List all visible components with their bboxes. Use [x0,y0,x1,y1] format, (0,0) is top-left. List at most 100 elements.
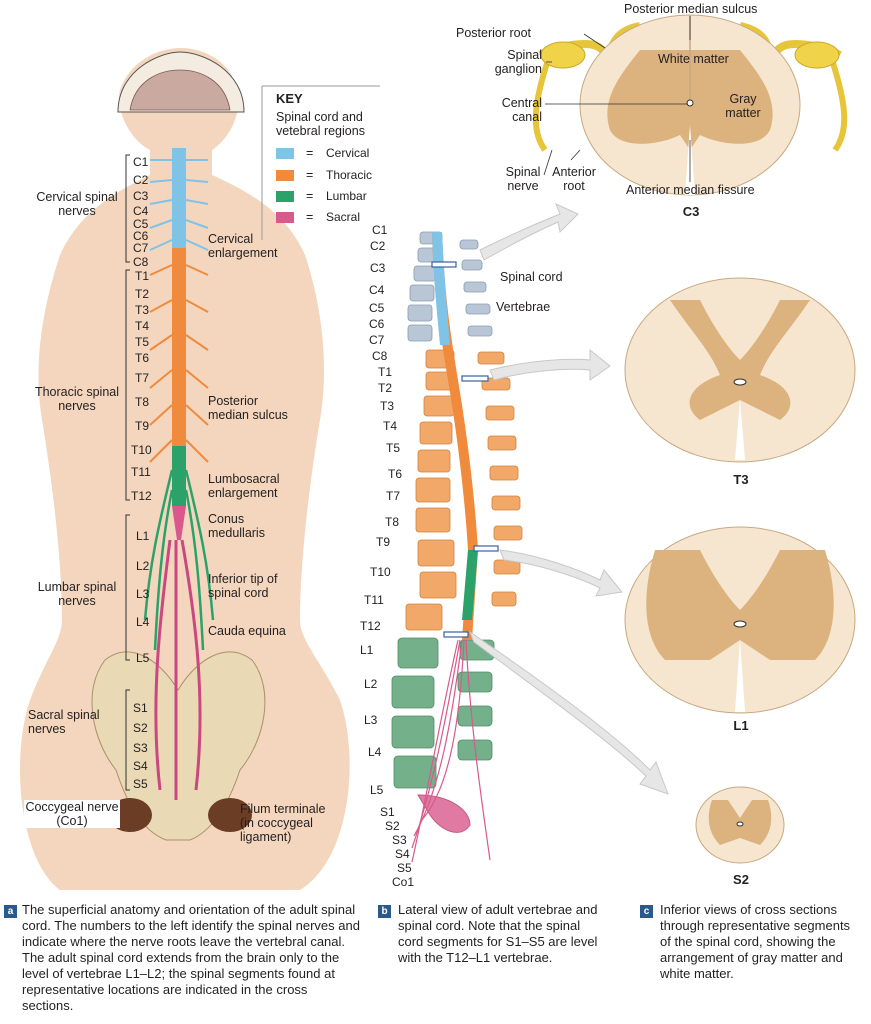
segment-label: C6 [369,317,385,331]
section-title-c3: C3 [682,204,700,219]
segment-label: C8 [133,255,149,269]
segment-label: T12 [360,619,381,633]
key-label-sacral: Sacral [326,210,361,224]
label-gray-matter: Gray matter [725,92,761,120]
segment-label: T3 [135,303,150,317]
label-lumbar-nerves: Lumbar spinal nerves [37,580,117,608]
key-label-lumbar: Lumbar [326,189,367,203]
segment-label: T10 [131,443,152,457]
label-thoracic-nerves: Thoracic spinal nerves [34,385,120,413]
segment-label: L3 [136,587,150,601]
key-swatch-sacral [276,212,294,223]
segment-label: S5 [397,861,412,875]
cord-lumbar [172,446,186,506]
segment-label: T7 [386,489,401,503]
label-lumbosacral-enlargement: Lumbosacral enlargement [208,472,280,500]
label-posterior-median-sulcus-c: Posterior median sulcus [624,2,758,16]
lateral-cord-lumbar [462,550,478,620]
segment-label: T10 [370,565,391,579]
cord-sacral [172,506,186,540]
caption-c: Inferior views of cross sections through… [660,902,851,981]
label-white-matter: White matter [658,52,729,66]
segment-label: T1 [135,269,150,283]
segment-label: T5 [135,335,150,349]
label-posterior-median-sulcus-a: Posterior median sulcus [208,394,288,422]
segment-label: T8 [385,515,400,529]
cord-cervical [172,148,186,248]
segment-label: S1 [380,805,395,819]
segment-label: L5 [136,651,150,665]
segment-label: C4 [133,204,149,218]
caption-b: Lateral view of adult vertebrae and spin… [398,902,598,965]
cross-section-c3 [532,14,848,196]
cross-section-s2 [695,786,785,864]
key-swatch-cervical [276,148,294,159]
label-central-canal: Central canal [501,96,542,124]
segment-label: L1 [136,529,150,543]
segment-label: C4 [369,283,385,297]
segment-label: T1 [378,365,393,379]
segment-label: C5 [369,301,385,315]
segment-label: C3 [133,189,149,203]
caption-a: The superficial anatomy and orientation … [22,902,360,1013]
label-cauda-equina: Cauda equina [208,624,286,638]
segment-label: C6 [133,229,149,243]
label-posterior-root: Posterior root [456,26,532,40]
label-spinal-cord: Spinal cord [500,270,563,284]
key-swatch-lumbar [276,191,294,202]
segment-label: S2 [385,819,400,833]
label-coccygeal: Coccygeal nerve (Co1) [24,800,120,828]
cross-section-t3 [624,277,856,463]
segment-label: L2 [136,559,150,573]
segment-label: C1 [133,155,149,169]
key-label-thoracic: Thoracic [326,168,373,182]
lateral-cord-cervical [432,232,450,345]
segment-label: T5 [386,441,401,455]
cross-section-l1 [624,526,856,714]
segment-label: Co1 [392,875,415,889]
segment-label: L5 [370,783,384,797]
segment-label: C2 [370,239,386,253]
key-label-cervical: Cervical [326,146,370,160]
key-equals: = [306,146,314,160]
segment-label: T9 [135,419,150,433]
segment-label: C7 [369,333,385,347]
segment-label: C3 [370,261,386,275]
segment-label: T7 [135,371,150,385]
label-sacral-nerves: Sacral spinal nerves [28,708,100,736]
key-equals: = [306,189,314,203]
sacral-roots [411,639,491,863]
key-swatch-thoracic [276,170,294,181]
segment-label: T9 [376,535,391,549]
key-title: KEY [276,91,303,106]
segment-label: T6 [388,467,403,481]
segment-label: C8 [372,349,388,363]
segment-label: T8 [135,395,150,409]
section-title-t3: T3 [733,472,749,487]
caption-b-letter: b [378,905,391,918]
segment-label: S4 [395,847,410,861]
segment-label: T4 [135,319,150,333]
segment-label: S3 [392,833,407,847]
segment-label: S4 [133,759,148,773]
segment-label: T4 [383,419,398,433]
segment-label: C7 [133,241,149,255]
segment-label: L4 [368,745,382,759]
segment-label: T11 [364,593,384,607]
segment-label: T12 [131,489,152,503]
key-subtitle: Spinal cord and vetebral regions [276,110,365,138]
segment-label: C5 [133,217,149,231]
caption-a-letter: a [4,905,17,918]
label-cervical-enlargement: Cervical enlargement [208,232,278,260]
pelvis [91,651,266,841]
segment-label: T6 [135,351,150,365]
label-conus-medullaris: Conus medullaris [208,512,265,540]
cord-thoracic [172,248,186,446]
segment-label: L3 [364,713,378,727]
segment-label: C1 [372,223,388,237]
label-cervical-nerves: Cervical spinal nerves [36,190,118,218]
key-equals: = [306,168,314,182]
segment-label: L1 [360,643,374,657]
section-title-s2: S2 [733,872,749,887]
segment-label: S5 [133,777,148,791]
